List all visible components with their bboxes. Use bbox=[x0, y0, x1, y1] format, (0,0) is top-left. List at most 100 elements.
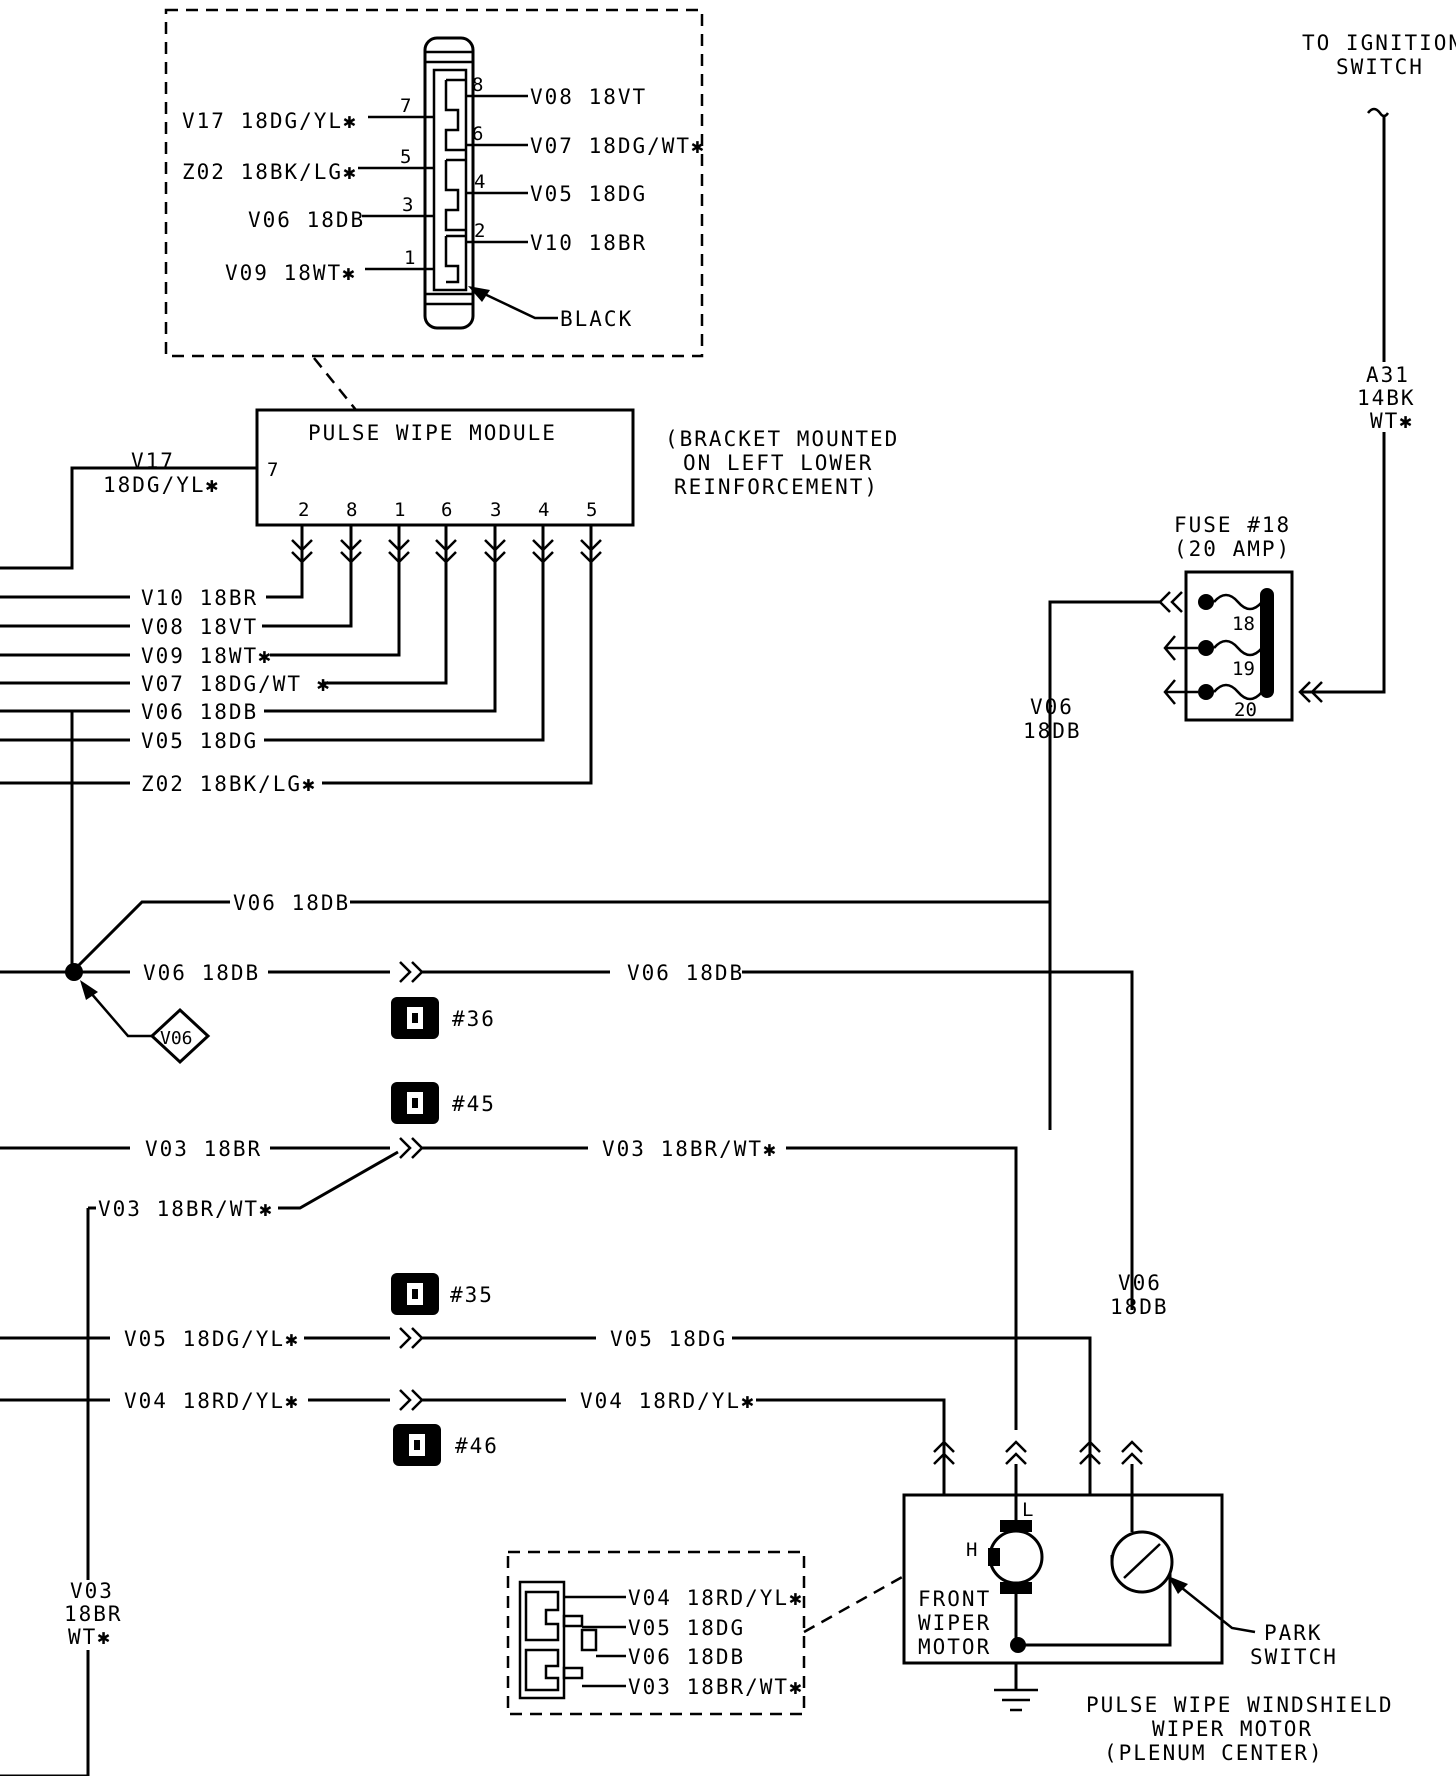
motor-terminal-h: H bbox=[966, 1539, 977, 1561]
module-pin-8: 8 bbox=[346, 499, 357, 521]
v03-vert-label-1: V03 bbox=[70, 1579, 114, 1603]
motor-detail-wire-v06: V06 18DB bbox=[628, 1645, 745, 1669]
wire-v06: V06 18DB bbox=[141, 700, 258, 724]
wire-v03-right: V03 18BR/WT✱ bbox=[602, 1137, 778, 1161]
motor-connector-body bbox=[518, 1580, 598, 1700]
wire-v05: V05 18DG bbox=[141, 729, 258, 753]
motor-name-3: MOTOR bbox=[918, 1635, 991, 1659]
v06-motor-label-1: V06 bbox=[1118, 1271, 1162, 1295]
detail-pin-1: 1 bbox=[404, 247, 415, 269]
wire-v05-right: V05 18DG bbox=[610, 1327, 727, 1351]
connector-36-icon bbox=[391, 997, 439, 1039]
mount-note-2: ON LEFT LOWER bbox=[683, 451, 873, 475]
wire-v06-upper: V06 18DB bbox=[233, 891, 350, 915]
wire-v07: V07 18DG/WT ✱ bbox=[141, 672, 331, 696]
detail-wire-v10: V10 18BR bbox=[530, 231, 647, 255]
module-pin-5: 5 bbox=[586, 499, 597, 521]
detail-wire-v06: V06 18DB bbox=[248, 208, 365, 232]
splice-badge-label: V06 bbox=[160, 1028, 193, 1049]
ignition-label-1: TO IGNITION bbox=[1302, 31, 1456, 55]
fuse-block: 18 19 20 bbox=[1184, 570, 1294, 722]
wire-v03-left: V03 18BR bbox=[145, 1137, 262, 1161]
module-title: PULSE WIPE MODULE bbox=[308, 421, 557, 445]
fuse-label-2: (20 AMP) bbox=[1174, 537, 1291, 561]
fuse-label-1: FUSE #18 bbox=[1174, 513, 1291, 537]
detail-pin-8: 8 bbox=[472, 74, 483, 96]
wire-v03-branch: V03 18BR/WT✱ bbox=[98, 1197, 274, 1221]
detail-wire-v05: V05 18DG bbox=[530, 182, 647, 206]
fuse-num-20: 20 bbox=[1234, 699, 1257, 721]
motor-terminal-l: L bbox=[1022, 1499, 1033, 1521]
park-switch-label-1: PARK bbox=[1264, 1621, 1323, 1645]
splice-badge bbox=[149, 1007, 211, 1065]
motor-terminals bbox=[933, 1440, 1143, 1465]
connector-35-label: #35 bbox=[450, 1283, 494, 1307]
motor-caption-3: (PLENUM CENTER) bbox=[1104, 1741, 1324, 1765]
break-icon bbox=[1367, 107, 1390, 118]
module-pin-7: 7 bbox=[267, 459, 278, 481]
mount-note-3: REINFORCEMENT) bbox=[674, 475, 879, 499]
detail-pin-5: 5 bbox=[400, 146, 411, 168]
pulse-wipe-module: PULSE WIPE MODULE 7 2 8 1 6 3 4 5 bbox=[255, 408, 635, 527]
park-switch-label-2: SWITCH bbox=[1250, 1645, 1338, 1669]
wire-v04-right: V04 18RD/YL✱ bbox=[580, 1389, 756, 1413]
v17-label-line2: 18DG/YL✱ bbox=[103, 473, 220, 497]
splice-arrow-icon bbox=[80, 980, 98, 1000]
motor-detail-wire-v03: V03 18BR/WT✱ bbox=[628, 1675, 804, 1699]
connector-46-icon bbox=[393, 1424, 441, 1466]
ground-splice-dot bbox=[1010, 1637, 1026, 1653]
mount-note-1: (BRACKET MOUNTED bbox=[665, 427, 899, 451]
v06-fuse-label-1: V06 bbox=[1030, 695, 1074, 719]
motor-detail-wire-v05: V05 18DG bbox=[628, 1616, 745, 1640]
module-pin-6: 6 bbox=[441, 499, 452, 521]
motor-detail-wire-v04: V04 18RD/YL✱ bbox=[628, 1586, 804, 1610]
connector-35-icon bbox=[391, 1273, 439, 1315]
detail-pin-6: 6 bbox=[472, 123, 483, 145]
detail-wire-z02: Z02 18BK/LG✱ bbox=[182, 160, 358, 184]
fuse-num-18: 18 bbox=[1232, 613, 1255, 635]
motor-connector-frame bbox=[506, 1550, 806, 1716]
pointer-arrow-icon bbox=[468, 286, 490, 302]
a31-label-2: 14BK bbox=[1357, 386, 1416, 410]
detail-pin-7: 7 bbox=[400, 95, 411, 117]
module-pin-1: 1 bbox=[394, 499, 405, 521]
a31-label-1: A31 bbox=[1366, 363, 1410, 387]
wire-v06-mid-right: V06 18DB bbox=[627, 961, 744, 985]
ignition-label-2: SWITCH bbox=[1336, 55, 1424, 79]
connector-46-label: #46 bbox=[455, 1434, 499, 1458]
detail-wire-v07: V07 18DG/WT✱ bbox=[530, 134, 706, 158]
module-connector-body bbox=[423, 36, 475, 330]
connector-45-label: #45 bbox=[452, 1092, 496, 1116]
ground-icon bbox=[994, 1688, 1038, 1712]
connector-detail: 7 5 3 1 V17 18DG/YL✱ Z02 18BK/LG✱ V06 18… bbox=[164, 8, 706, 358]
module-pin-3: 3 bbox=[490, 499, 501, 521]
wire-v08: V08 18VT bbox=[141, 615, 258, 639]
motor-name-2: WIPER bbox=[918, 1611, 991, 1635]
v06-fuse-label-2: 18DB bbox=[1023, 719, 1082, 743]
detail-wire-v09: V09 18WT✱ bbox=[225, 261, 357, 285]
detail-pin-4: 4 bbox=[474, 171, 485, 193]
v03-vert-label-3: WT✱ bbox=[68, 1625, 112, 1649]
connector-36-label: #36 bbox=[452, 1007, 496, 1031]
wire-v10: V10 18BR bbox=[141, 586, 258, 610]
motor-caption-2: WIPER MOTOR bbox=[1152, 1717, 1313, 1741]
motor-name-1: FRONT bbox=[918, 1587, 991, 1611]
wire-v04-left: V04 18RD/YL✱ bbox=[124, 1389, 300, 1413]
v06-motor-label-2: 18DB bbox=[1110, 1295, 1169, 1319]
connector-45-icon bbox=[391, 1082, 439, 1124]
wire-z02: Z02 18BK/LG✱ bbox=[141, 772, 317, 796]
wire-v05-left: V05 18DG/YL✱ bbox=[124, 1327, 300, 1351]
park-switch-arrow-icon bbox=[1168, 1576, 1188, 1594]
motor-caption-1: PULSE WIPE WINDSHIELD bbox=[1086, 1693, 1394, 1717]
detail-pin-2: 2 bbox=[474, 220, 485, 242]
connector-color-note: BLACK bbox=[560, 307, 633, 331]
module-pin-4: 4 bbox=[538, 499, 549, 521]
splice-dot bbox=[65, 963, 83, 981]
connector-detail-frame bbox=[164, 8, 704, 358]
wire-v06-mid-left: V06 18DB bbox=[143, 961, 260, 985]
detail-pin-3: 3 bbox=[402, 194, 413, 216]
module-pin-2: 2 bbox=[298, 499, 309, 521]
wiper-motor-assembly: H L FRONT WIPER MOTOR bbox=[902, 1493, 1224, 1665]
a31-label-3: WT✱ bbox=[1370, 409, 1414, 433]
